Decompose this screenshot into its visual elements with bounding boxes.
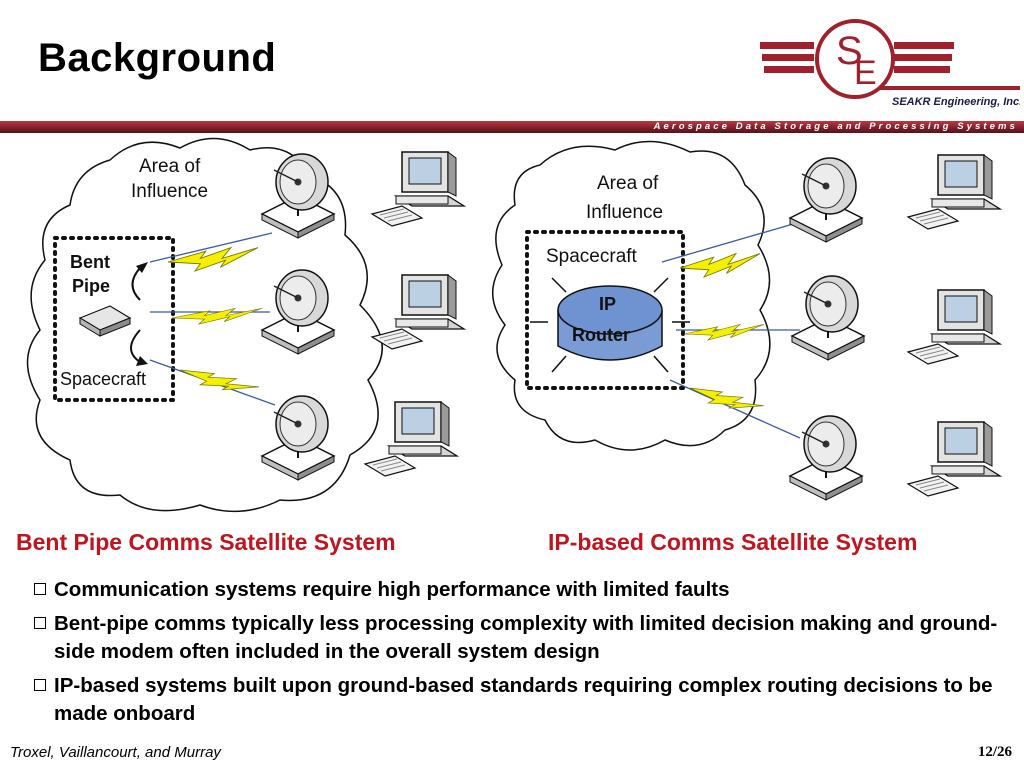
- caption-bent-pipe: Bent Pipe Comms Satellite System: [16, 529, 396, 555]
- hollow-square-bullet-icon: [34, 583, 46, 595]
- header-bar: [0, 121, 1024, 133]
- logo-mark-e: E: [854, 54, 877, 92]
- ip-router: [530, 277, 690, 373]
- hollow-square-bullet-icon: [34, 617, 46, 629]
- right-spacecraft-label: Spacecraft: [546, 246, 638, 267]
- right-computer-3: [907, 421, 1001, 497]
- left-computer-2: [371, 274, 465, 350]
- right-dish-3: [789, 415, 863, 501]
- bullet-list: Communication systems require high perfo…: [34, 576, 1009, 734]
- logo-company-name: SEAKR Engineering, Inc.: [892, 96, 1020, 108]
- hollow-square-bullet-icon: [34, 679, 46, 691]
- left-computer-1: [371, 151, 465, 227]
- caption-ip-based: IP-based Comms Satellite System: [548, 529, 918, 555]
- right-dish-2: [791, 275, 865, 361]
- footer-authors: Troxel, Vaillancourt, and Murray: [10, 744, 221, 761]
- satellite-systems-diagram: Area of Influence Bent Pipe Spacecraft A…: [26, 137, 1001, 513]
- bent-pipe-device: [78, 305, 132, 337]
- router-label-line-2: Router: [572, 325, 630, 345]
- seakr-logo: S E SEAKR Engineering, Inc.: [760, 19, 1020, 108]
- right-computer-2: [907, 289, 1001, 365]
- router-label-line-1: IP: [599, 294, 616, 314]
- right-cloud-label-line-1: Area of: [597, 173, 659, 194]
- bullet-item: Communication systems require high perfo…: [34, 576, 1009, 604]
- bent-pipe-label-line-1: Bent: [70, 252, 110, 272]
- tagline: Aerospace Data Storage and Processing Sy…: [653, 121, 1018, 132]
- slide-title: Background: [38, 36, 277, 80]
- bent-pipe-label-line-2: Pipe: [72, 276, 110, 296]
- bullet-item: Bent-pipe comms typically less processin…: [34, 610, 1009, 666]
- left-spacecraft-box: [53, 236, 175, 402]
- logo-mark-s: S: [836, 29, 863, 73]
- right-spacecraft-box: [525, 230, 685, 390]
- bent-pipe-arrow-up: [131, 267, 141, 301]
- left-cloud-label-line-2: Influence: [131, 181, 208, 202]
- page-number: 12/26: [977, 744, 1012, 760]
- bullet-item: IP-based systems built upon ground-based…: [34, 672, 1009, 728]
- left-spacecraft-label: Spacecraft: [60, 369, 146, 389]
- right-dish-1: [789, 157, 863, 243]
- right-computer-1: [907, 154, 1001, 230]
- right-cloud-label-line-2: Influence: [586, 202, 663, 223]
- bent-pipe-arrow-down: [130, 329, 141, 363]
- left-cloud-label-line-1: Area of: [139, 156, 201, 177]
